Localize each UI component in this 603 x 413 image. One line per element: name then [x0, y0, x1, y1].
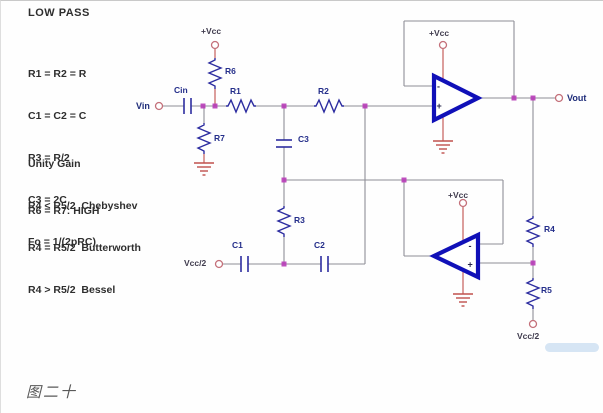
junction-node — [212, 103, 218, 109]
power-wires — [203, 49, 464, 294]
equation-line: Fo = 1/(2pRC) — [28, 236, 96, 248]
resistor-r1 — [226, 98, 256, 114]
resistors — [196, 58, 541, 309]
junction-node — [281, 103, 287, 109]
vcc-terminal — [458, 198, 468, 208]
r1-label: R1 — [230, 86, 241, 96]
resistor-r2 — [314, 98, 344, 114]
resistor-r7 — [196, 123, 212, 154]
junction-node — [362, 103, 368, 109]
junction-node — [511, 95, 517, 101]
opamp-minus-input: - — [469, 241, 472, 251]
equation-line: R1 = R2 = R — [28, 68, 87, 80]
junction-node — [530, 260, 536, 266]
highlight-smudge — [545, 343, 599, 352]
ground-symbol — [453, 293, 473, 307]
capacitors — [183, 98, 329, 272]
gain-title: Unity Gain — [28, 158, 81, 170]
resistor-r4 — [525, 216, 541, 247]
junction-node — [530, 95, 536, 101]
gain-line: R4 = R5/2 Butterworth — [28, 242, 141, 254]
junction-node — [281, 177, 287, 183]
r2-label: R2 — [318, 86, 329, 96]
r6-label: R6 — [225, 66, 236, 76]
terminals — [154, 40, 564, 329]
vout-label: Vout — [567, 93, 587, 103]
vin-terminal — [154, 101, 164, 111]
resistor-r6 — [207, 58, 223, 89]
ground-symbol — [433, 140, 453, 154]
equation-line: R3 = R/2 — [28, 152, 70, 164]
ground-symbol — [194, 162, 214, 176]
vcc-label: +Vcc — [429, 28, 450, 38]
c3-label: C3 — [298, 134, 309, 144]
r4-label: R4 — [544, 224, 555, 234]
vcc-half-label: Vcc/2 — [517, 331, 540, 341]
vcc-half-terminal — [214, 259, 224, 269]
page-title: LOW PASS — [28, 7, 90, 19]
capacitor-cin — [183, 98, 192, 114]
equation-line: C1 = C2 = C — [28, 110, 87, 122]
junction-node — [200, 103, 206, 109]
resistor-r3 — [276, 206, 292, 237]
vcc-half-terminal — [528, 319, 538, 329]
c1-label: C1 — [232, 240, 243, 250]
vcc-terminal — [438, 40, 448, 50]
r5-label: R5 — [541, 285, 552, 295]
resistor-r5 — [525, 278, 541, 309]
vcc-terminal — [210, 40, 220, 50]
opamp-plus-input: + — [437, 101, 442, 111]
junction-node — [401, 177, 407, 183]
vin-label: Vin — [136, 101, 150, 111]
capacitor-c3 — [276, 139, 292, 148]
cin-label: Cin — [174, 85, 188, 95]
r3-label: R3 — [294, 215, 305, 225]
opamp-minus-input: - — [437, 82, 440, 92]
equation-line: C3 = 2C — [28, 194, 67, 206]
vcc-label: +Vcc — [448, 190, 469, 200]
vcc-label: +Vcc — [201, 26, 222, 36]
vcc-half-label: Vcc/2 — [184, 258, 207, 268]
equations-block: R1 = R2 = R C1 = C2 = C R3 = R/2 C3 = 2C… — [28, 39, 96, 277]
opamp-buffer-bottom: - + — [429, 231, 481, 281]
opamp-buffer-top: - + — [431, 72, 483, 124]
junction-node — [281, 261, 287, 267]
signal-wires — [162, 20, 555, 320]
c2-label: C2 — [314, 240, 325, 250]
figure-caption: 图二十 — [26, 383, 78, 401]
capacitor-c1 — [240, 256, 249, 272]
junction-nodes — [200, 95, 536, 267]
gain-notes-block: Unity Gain R4 < R5/2 Chebyshev R4 = R5/2… — [28, 129, 141, 325]
r6-r7-note: R6 = R7: HIGH — [28, 205, 100, 217]
capacitor-c2 — [320, 256, 329, 272]
gain-line: R4 < R5/2 Chebyshev — [28, 200, 138, 212]
vout-terminal — [554, 93, 564, 103]
opamp-plus-input: + — [468, 260, 473, 270]
r7-label: R7 — [214, 133, 225, 143]
gain-line: R4 > R5/2 Bessel — [28, 284, 116, 296]
